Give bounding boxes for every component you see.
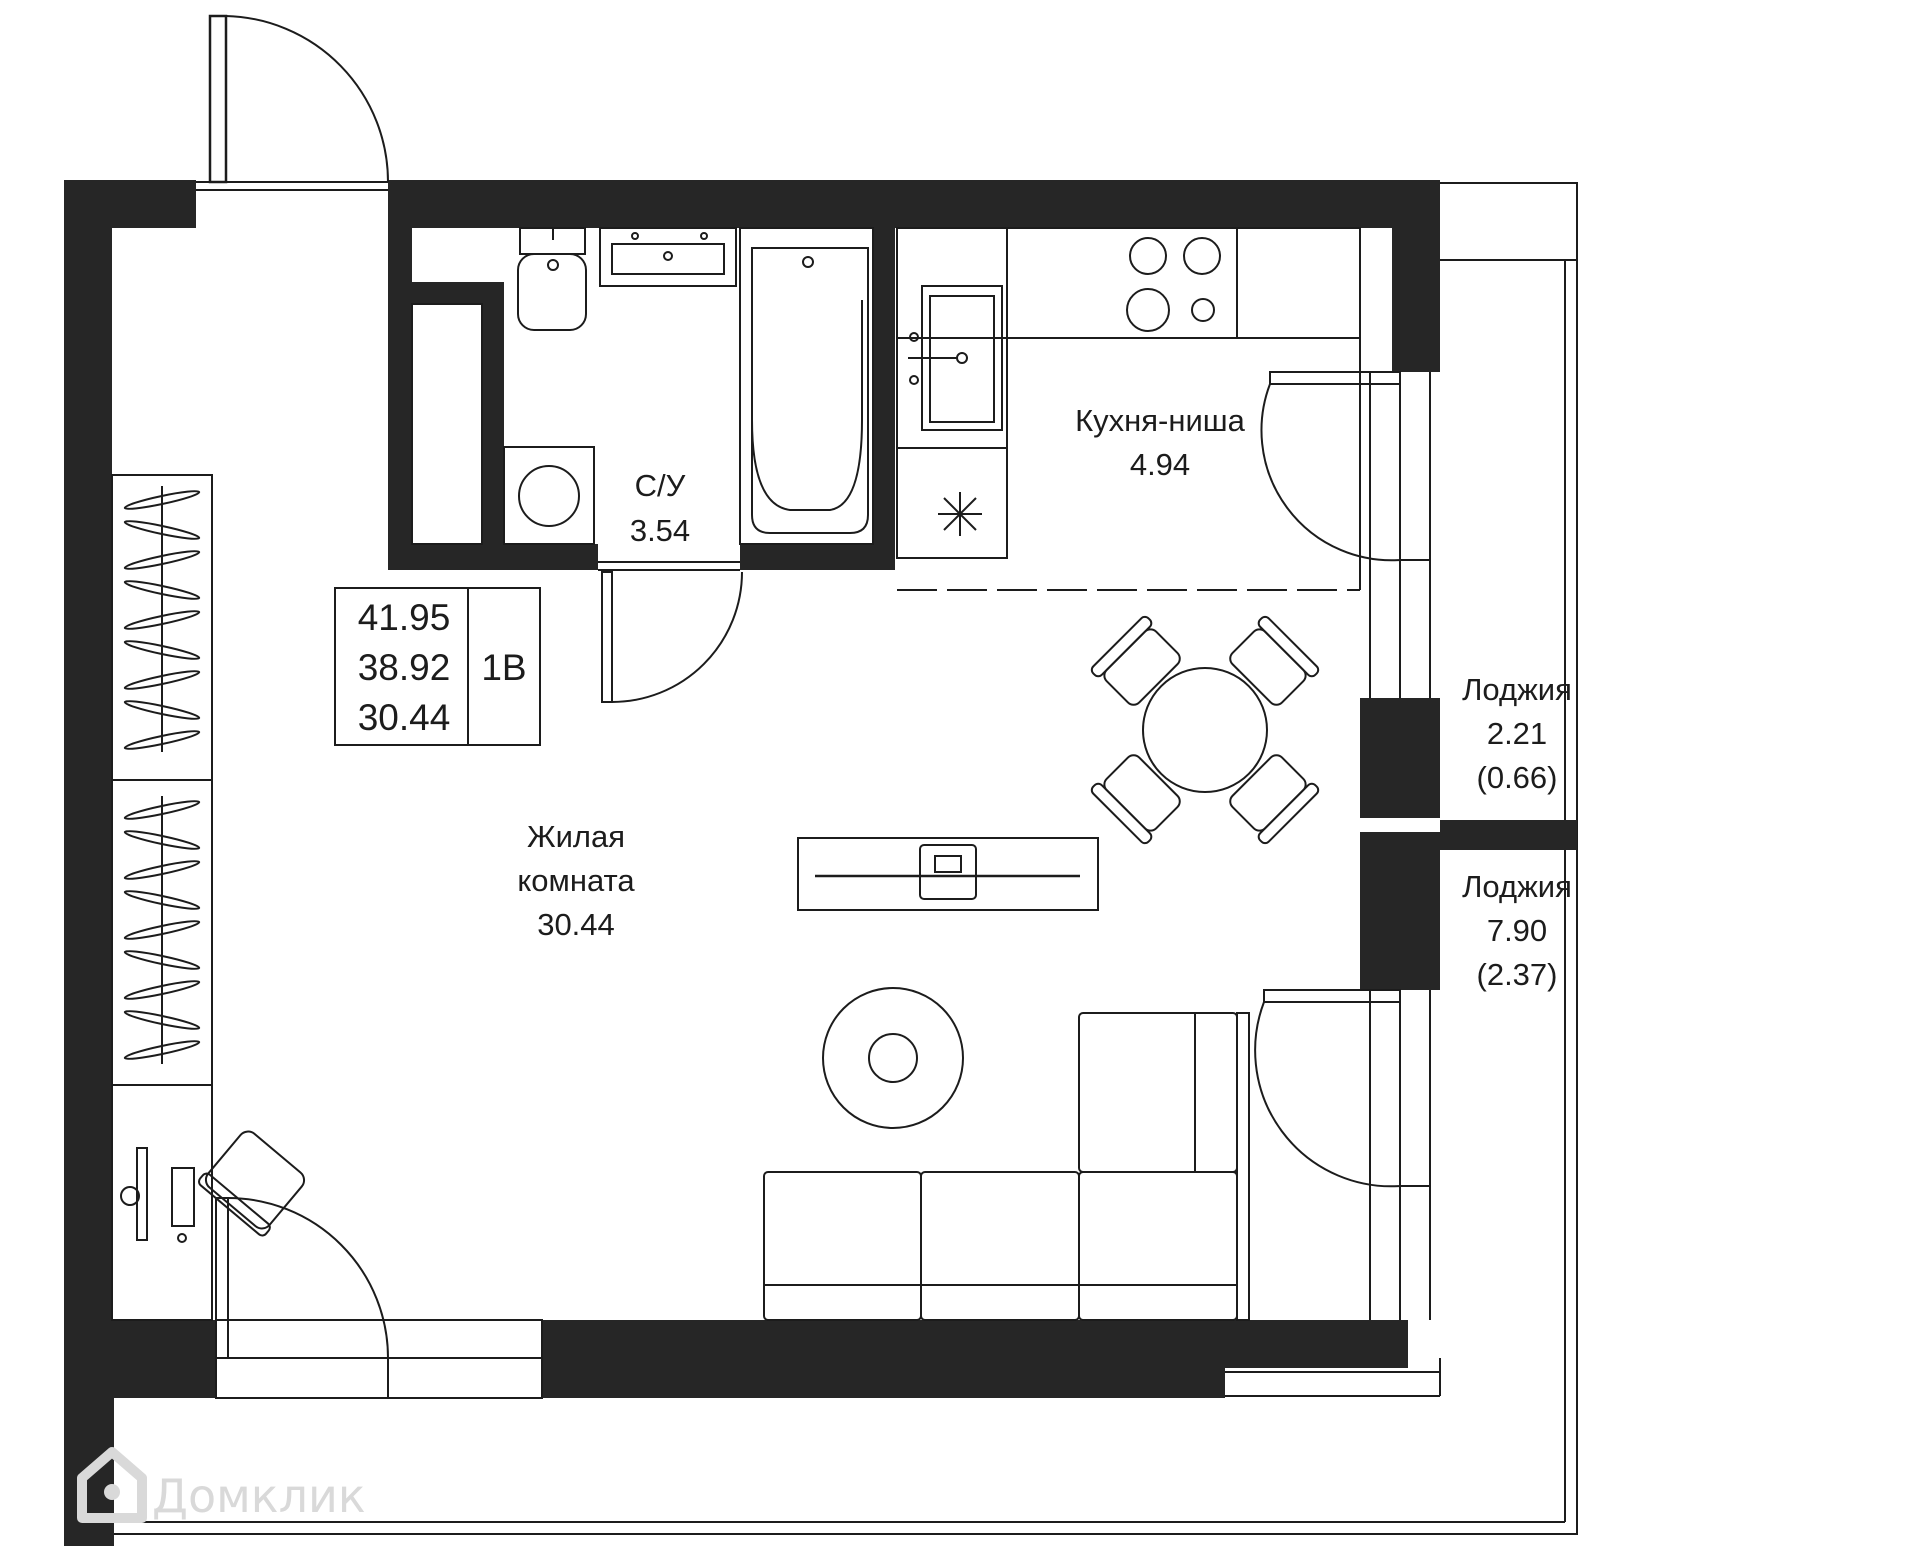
- spec-apartment-type: 1В: [481, 647, 526, 688]
- watermark-text: Домклик: [152, 1469, 366, 1523]
- living-room-name-line2: комната: [517, 863, 635, 898]
- walls: [64, 180, 1577, 1546]
- kitchen-name: Кухня-ниша: [1075, 403, 1246, 438]
- wardrobe: [111, 474, 213, 1086]
- living-room-area: 30.44: [537, 907, 615, 942]
- balcony-doors: [1254, 371, 1431, 1320]
- room-labels: С/У 3.54 Кухня-ниша 4.94 Жилая комната 3…: [517, 403, 1572, 992]
- spec-box: 41.95 38.92 30.44 1В: [334, 587, 541, 746]
- spec-area-without-loggias: 38.92: [358, 647, 451, 688]
- kitchen-area: 4.94: [1130, 447, 1190, 482]
- watermark: Домклик: [77, 1447, 366, 1523]
- corner-sofa: [763, 1012, 1250, 1321]
- loggia-large-name: Лоджия: [1462, 869, 1572, 904]
- bottom-door: [215, 1197, 543, 1399]
- living-room-name-line1: Жилая: [527, 819, 625, 854]
- tv-unit: [797, 837, 1099, 911]
- spec-living-area: 30.44: [358, 697, 451, 738]
- bathroom-area: 3.54: [630, 513, 690, 548]
- entrance-door: [196, 14, 389, 191]
- bathroom-name: С/У: [635, 468, 686, 503]
- round-rug: [822, 987, 964, 1129]
- loggia-large-reduced: (2.37): [1477, 957, 1558, 992]
- kitchen-fixtures: [896, 227, 1361, 591]
- spec-total-area: 41.95: [358, 597, 451, 638]
- loggia-small-reduced: (0.66): [1477, 760, 1558, 795]
- domclick-house-icon: [77, 1447, 147, 1523]
- loggia-small-area: 2.21: [1487, 716, 1547, 751]
- loggia-large-area: 7.90: [1487, 913, 1547, 948]
- desk-area: [111, 1084, 306, 1321]
- dining-table: [1090, 615, 1320, 845]
- bathroom-fixtures: [411, 227, 874, 703]
- loggia-small-name: Лоджия: [1462, 672, 1572, 707]
